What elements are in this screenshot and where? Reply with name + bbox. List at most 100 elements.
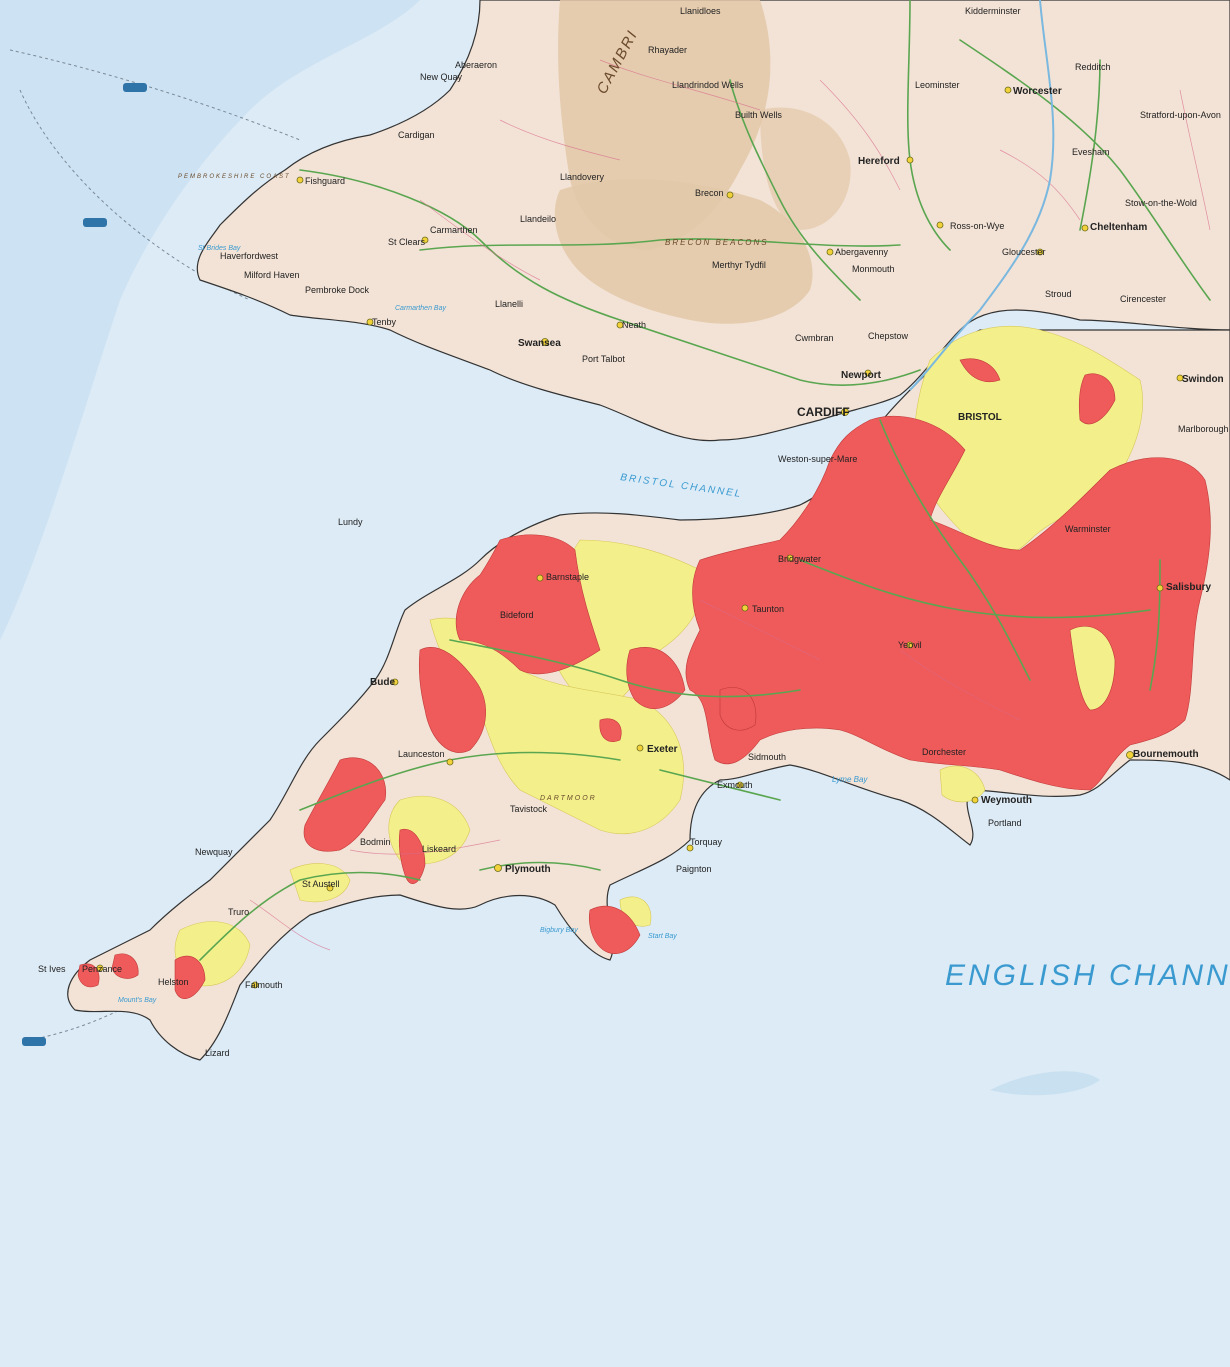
place-monmouth[interactable]: Monmouth [852,264,895,274]
place-torquay[interactable]: Torquay [690,837,723,847]
place-cheltenham[interactable]: Cheltenham [1090,222,1147,233]
st-brides-bay-label: St Brides Bay [198,245,241,252]
place-lizard[interactable]: Lizard [205,1048,230,1058]
place-newquay[interactable]: Newquay [195,847,233,857]
pembrokeshire-coast-label: PEMBROKESHIRE COAST [178,174,291,180]
bigbury-bay-label: Bigbury Bay [540,927,578,934]
deep-sea-shading [0,0,420,640]
place-plymouth[interactable]: Plymouth [505,864,551,875]
place-kidderminster[interactable]: Kidderminster [965,6,1021,16]
place-pembroke-dock[interactable]: Pembroke Dock [305,285,370,295]
place-sidmouth[interactable]: Sidmouth [748,752,786,762]
place-worcester[interactable]: Worcester [1013,86,1062,97]
place-warminster[interactable]: Warminster [1065,524,1111,534]
start-bay-label: Start Bay [648,933,677,940]
place-llanidloes[interactable]: Llanidloes [680,6,721,16]
place-launceston[interactable]: Launceston [398,749,445,759]
border-uplands [760,107,851,230]
place-haverfordwest[interactable]: Haverfordwest [220,251,279,261]
place-stow[interactable]: Stow-on-the-Wold [1125,198,1197,208]
place-penzance[interactable]: Penzance [82,964,122,974]
place-bude[interactable]: Bude [370,677,395,688]
place-tenby[interactable]: Tenby [372,317,397,327]
place-truro[interactable]: Truro [228,907,249,917]
dartmoor-label: DARTMOOR [540,795,597,802]
place-liskeard[interactable]: Liskeard [422,844,456,854]
carmarthen-bay-label: Carmarthen Bay [395,305,446,312]
place-milford-haven[interactable]: Milford Haven [244,270,300,280]
place-cardiff[interactable]: CARDIFF [797,405,850,419]
brecon-uplands [554,179,813,324]
place-bridgwater[interactable]: Bridgwater [778,554,821,564]
sea-shading-channel [990,1071,1100,1096]
place-paignton[interactable]: Paignton [676,864,712,874]
place-bideford[interactable]: Bideford [500,610,534,620]
place-aberaeron[interactable]: Aberaeron [455,60,497,70]
place-llandovery[interactable]: Llandovery [560,172,605,182]
place-swindon[interactable]: Swindon [1182,374,1224,385]
ferry-icon [123,83,147,92]
place-stroud[interactable]: Stroud [1045,289,1072,299]
lyme-bay-label: Lyme Bay [832,775,868,784]
ferry-icon [22,1037,46,1046]
place-st-austell[interactable]: St Austell [302,879,340,889]
red-zones [77,358,1211,999]
minor-roads [249,59,1211,951]
place-exeter[interactable]: Exeter [647,744,678,755]
place-falmouth[interactable]: Falmouth [245,980,283,990]
place-redditch[interactable]: Redditch [1075,62,1111,72]
place-taunton[interactable]: Taunton [752,604,784,614]
place-newport[interactable]: Newport [841,370,882,381]
place-port-talbot[interactable]: Port Talbot [582,354,625,364]
place-fishguard[interactable]: Fishguard [305,176,345,186]
place-chepstow[interactable]: Chepstow [868,331,909,341]
place-evesham[interactable]: Evesham [1072,147,1110,157]
road-network [199,0,1211,961]
english-channel-label: ENGLISH CHANN [945,959,1230,992]
place-gloucester[interactable]: Gloucester [1002,247,1046,257]
place-hereford[interactable]: Hereford [858,156,900,167]
brecon-beacons-label: BRECON BEACONS [665,238,769,247]
place-bodmin[interactable]: Bodmin [360,837,391,847]
place-dorchester[interactable]: Dorchester [922,747,966,757]
place-llandeilo[interactable]: Llandeilo [520,214,556,224]
place-stratford[interactable]: Stratford-upon-Avon [1140,110,1221,120]
place-neath[interactable]: Neath [622,320,646,330]
place-salisbury[interactable]: Salisbury [1166,582,1211,593]
place-tavistock[interactable]: Tavistock [510,804,548,814]
place-abergavenny[interactable]: Abergavenny [835,247,889,257]
place-st-ives[interactable]: St Ives [38,964,66,974]
ferry-route-line [9,49,301,141]
place-weymouth[interactable]: Weymouth [981,795,1032,806]
place-bristol[interactable]: BRISTOL [958,412,1002,423]
place-llandrindod-wells[interactable]: Llandrindod Wells [672,80,744,90]
place-yeovil[interactable]: Yeovil [898,640,922,650]
place-barnstaple[interactable]: Barnstaple [546,572,589,582]
place-exmouth[interactable]: Exmouth [717,780,753,790]
place-marlborough[interactable]: Marlborough [1178,424,1229,434]
river-severn [909,0,1055,391]
place-carmarthen[interactable]: Carmarthen [430,225,478,235]
place-cardigan[interactable]: Cardigan [398,130,435,140]
place-new-quay-wales[interactable]: New Quay [420,72,463,82]
ferry-icon [83,218,107,227]
place-st-clears[interactable]: St Clears [388,237,426,247]
place-ross-on-wye[interactable]: Ross-on-Wye [950,221,1004,231]
place-leominster[interactable]: Leominster [915,80,960,90]
place-bournemouth[interactable]: Bournemouth [1133,749,1199,760]
place-rhayader[interactable]: Rhayader [648,45,687,55]
place-cirencester[interactable]: Cirencester [1120,294,1166,304]
mounts-bay-label: Mount's Bay [118,997,157,1004]
place-portland[interactable]: Portland [988,818,1022,828]
place-cwmbran[interactable]: Cwmbran [795,333,834,343]
place-builth-wells[interactable]: Builth Wells [735,110,782,120]
place-brecon[interactable]: Brecon [695,188,724,198]
town-markers [96,86,1184,989]
place-merthyr-tydfil[interactable]: Merthyr Tydfil [712,260,766,270]
place-llanelli[interactable]: Llanelli [495,299,523,309]
place-lundy[interactable]: Lundy [338,517,363,527]
place-helston[interactable]: Helston [158,977,189,987]
place-weston-super-mare[interactable]: Weston-super-Mare [778,454,857,464]
place-swansea[interactable]: Swansea [518,338,561,349]
